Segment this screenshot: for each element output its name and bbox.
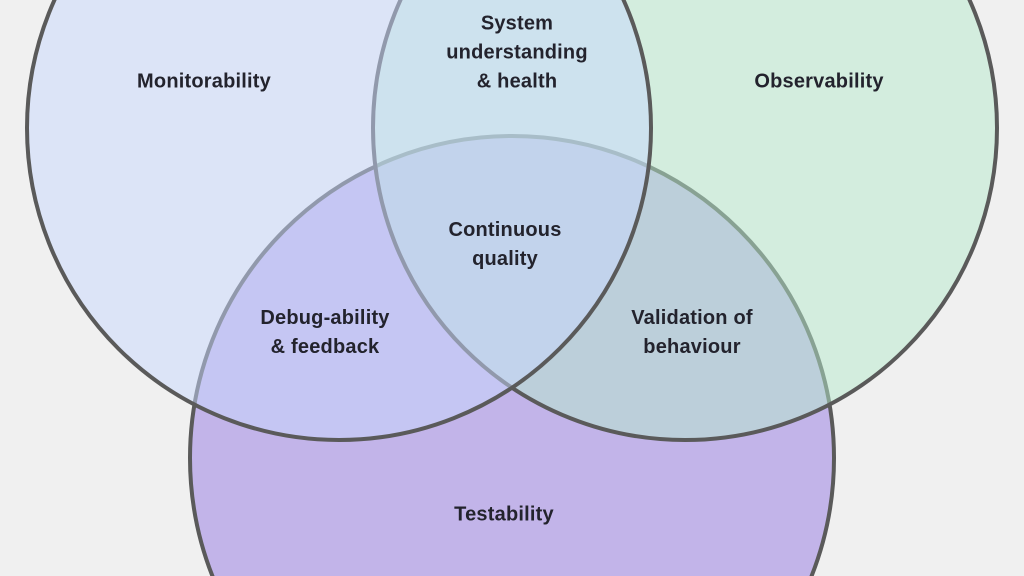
monitorability-circle (25, 0, 653, 442)
circle-group (25, 0, 999, 576)
